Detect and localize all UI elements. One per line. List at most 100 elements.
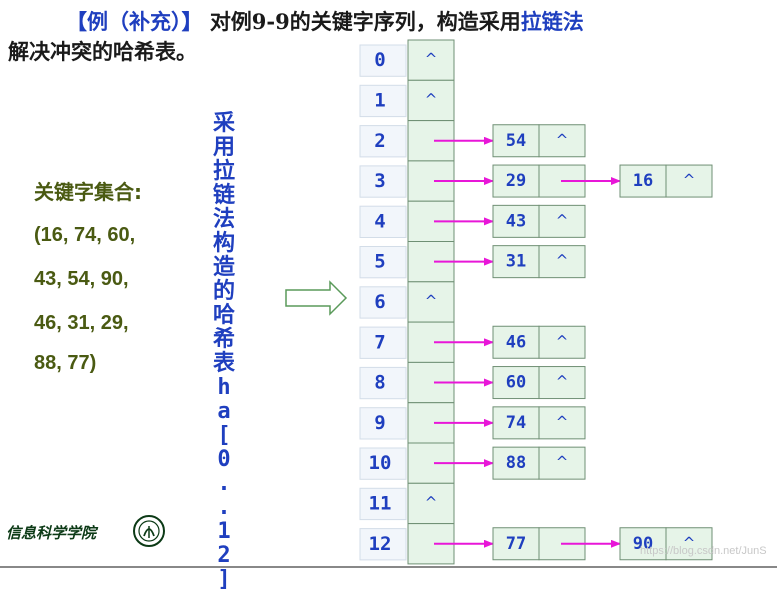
- hash-slot-6: 6^: [359, 281, 455, 323]
- school-logo-icon: [133, 515, 165, 547]
- vertical-caption-char: .: [217, 495, 231, 520]
- chain-node-next-cell: [538, 406, 586, 440]
- chain-node-key: 74: [506, 413, 526, 433]
- vertical-caption-char: 的: [212, 279, 235, 304]
- null-pointer: ^: [556, 332, 569, 350]
- hash-slot-10: 10 88 ^: [359, 442, 586, 484]
- chain-node-key: 88: [506, 453, 526, 473]
- slot-pointer-cell: [407, 281, 455, 323]
- slot-index: 9: [374, 412, 385, 434]
- slot-index: 7: [374, 331, 385, 353]
- chain-node-value-cell: [492, 124, 540, 158]
- vertical-caption-char: 采: [212, 111, 235, 136]
- chain-node-key: 60: [506, 373, 526, 393]
- chain-node-value-cell: [619, 527, 667, 561]
- slot-index: 3: [374, 170, 385, 192]
- slot-index: 2: [374, 130, 385, 152]
- hash-slot-1: 1^: [359, 79, 455, 122]
- vertical-caption-char: 法: [212, 207, 235, 232]
- hash-slot-2: 2 54 ^: [359, 120, 586, 162]
- chain-node-next-cell: [665, 164, 713, 198]
- slot-index: 0: [374, 49, 385, 71]
- footer-school-name: 信息科学学院: [6, 524, 97, 542]
- watermark: https://blog.csdn.net/JunS: [640, 545, 767, 557]
- slot-index-cell: [359, 366, 407, 400]
- hash-slot-3: 3 29 16 ^: [359, 160, 713, 202]
- title-highlight: 拉链法: [520, 9, 584, 34]
- slot-index: 1: [374, 89, 385, 111]
- title-line-1: 【例（补充）】 对例9-9的关键字序列，构造采用拉链法: [66, 6, 584, 38]
- vertical-caption-char: ]: [217, 567, 231, 592]
- slot-index-cell: [359, 84, 407, 118]
- hash-slot-11: 11 ^: [359, 482, 455, 525]
- chain-node-key: 16: [633, 171, 653, 191]
- vertical-caption-char: .: [217, 471, 231, 496]
- vertical-caption-char: 1: [217, 519, 231, 544]
- keyword-line-4: 88, 77): [34, 352, 97, 374]
- vertical-caption-char: 造: [212, 255, 235, 280]
- chain-node-value-cell: [492, 527, 540, 561]
- null-pointer: ^: [425, 50, 438, 68]
- vertical-caption-char: 哈: [212, 303, 235, 328]
- slot-index: 11: [369, 492, 392, 514]
- chain-node-value-cell: [492, 325, 540, 359]
- null-pointer: ^: [425, 292, 438, 310]
- keyword-line-1: (16, 74, 60,: [34, 224, 136, 246]
- hollow-arrow-icon: [285, 280, 348, 316]
- chain-node-next-cell: [538, 245, 586, 279]
- slot-index-cell: [359, 487, 407, 521]
- slot-index: 10: [369, 452, 392, 474]
- keyword-line-3: 46, 31, 29,: [34, 312, 129, 334]
- chain-node-next-cell: [665, 527, 713, 561]
- vertical-caption-char: 希: [212, 327, 235, 352]
- chain-node-key: 90: [633, 534, 653, 554]
- null-pointer: ^: [556, 211, 569, 229]
- chain-node-value-cell: [492, 164, 540, 198]
- chain-node-key: 29: [506, 171, 526, 191]
- chain-node-key: 54: [506, 131, 526, 151]
- slot-index-cell: [359, 205, 407, 238]
- hash-slot-4: 4 43 ^: [359, 200, 586, 242]
- chain-node-value-cell: [492, 406, 540, 440]
- hash-slot-0: 0^: [359, 39, 455, 81]
- title-line-2: 解决冲突的哈希表。: [8, 39, 197, 64]
- hash-slot-8: 8 60 ^: [359, 361, 586, 404]
- chain-node-value-cell: [492, 245, 540, 279]
- null-pointer: ^: [556, 131, 569, 149]
- slot-index: 4: [374, 210, 385, 232]
- null-pointer: ^: [683, 171, 696, 189]
- vertical-caption-char: a: [217, 399, 231, 424]
- null-pointer: ^: [683, 534, 696, 552]
- null-pointer: ^: [556, 453, 569, 471]
- slot-index-cell: [359, 286, 407, 319]
- null-pointer: ^: [556, 252, 569, 270]
- chain-node-next-cell: [538, 366, 586, 400]
- null-pointer: ^: [425, 493, 438, 511]
- slot-index-cell: [359, 447, 407, 480]
- chain-node-key: 31: [506, 252, 526, 272]
- chain-node-key: 77: [506, 534, 526, 554]
- keyword-set-label: 关键字集合:: [34, 180, 142, 204]
- chain-node-next-cell: [538, 204, 586, 238]
- chain-node-key: 43: [506, 211, 526, 231]
- slot-index-cell: [359, 246, 407, 279]
- slot-pointer-cell: [407, 79, 455, 122]
- vertical-caption-char: h: [217, 375, 231, 400]
- vertical-caption-char: [: [217, 423, 231, 448]
- slot-index: 12: [369, 533, 392, 555]
- title-example-tag: 【例（补充）】: [66, 9, 203, 34]
- vertical-caption-char: 拉: [212, 159, 235, 184]
- keyword-line-2: 43, 54, 90,: [34, 268, 129, 290]
- vertical-caption-char: 0: [217, 447, 231, 472]
- vertical-caption-char: 构: [212, 231, 235, 256]
- slot-index: 8: [374, 372, 385, 394]
- hash-slot-12: 12 77 90 ^: [359, 523, 713, 565]
- null-pointer: ^: [556, 373, 569, 391]
- slot-index-cell: [359, 326, 407, 359]
- chain-node-value-cell: [492, 204, 540, 238]
